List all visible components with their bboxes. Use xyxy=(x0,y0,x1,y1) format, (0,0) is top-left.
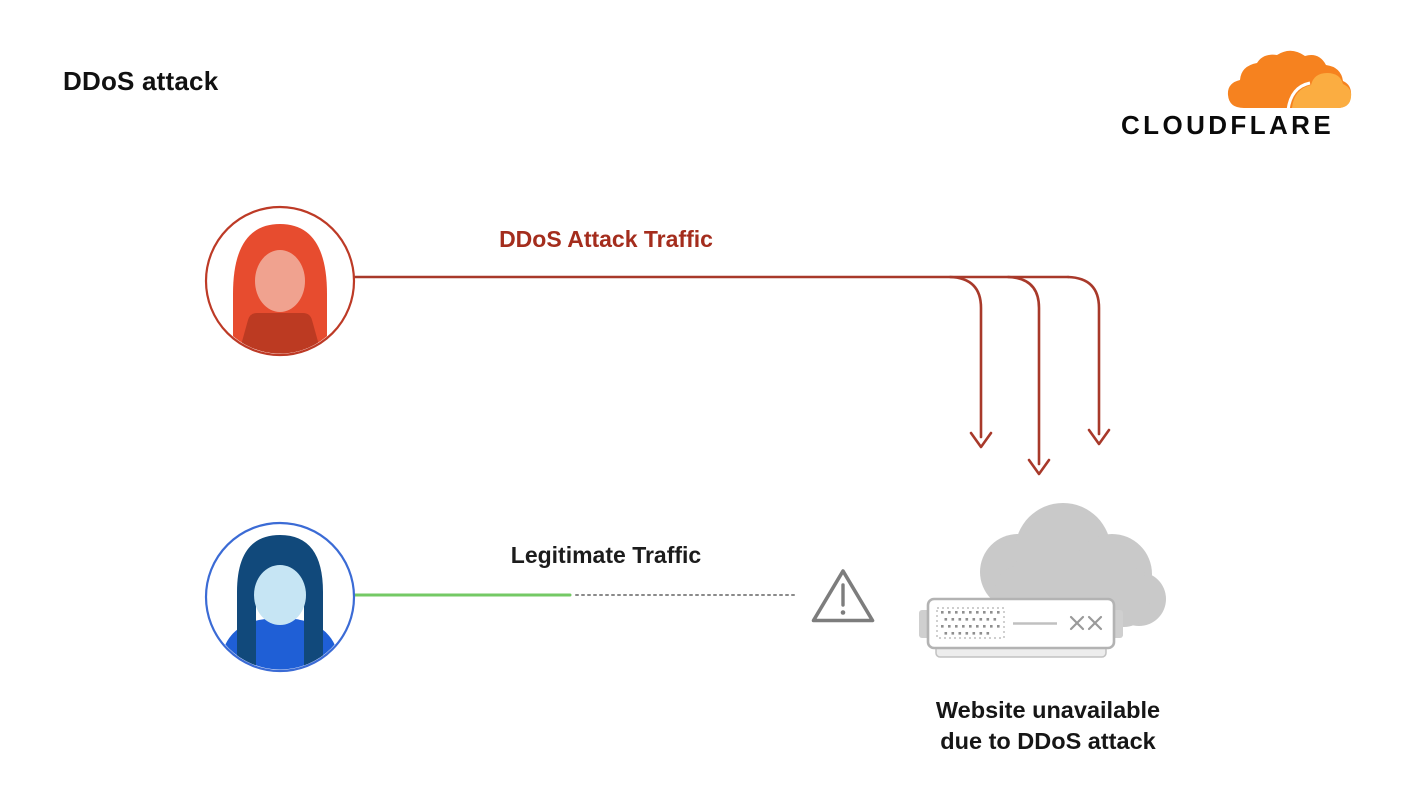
warning-exclamation-dot xyxy=(840,610,846,615)
legitimate-traffic-label: Legitimate Traffic xyxy=(510,542,702,568)
server-caption: Website unavailable due to DDoS attack xyxy=(918,695,1178,757)
user-hair xyxy=(237,535,323,668)
attack-traffic-label: DDoS Attack Traffic xyxy=(499,226,713,252)
user-face xyxy=(254,565,306,625)
server-caption-line2: due to DDoS attack xyxy=(940,728,1156,754)
cloudflare-wordmark: CLOUDFLARE xyxy=(1121,110,1335,140)
user-figure xyxy=(220,535,340,670)
hacker-avatar-icon xyxy=(204,205,356,357)
cloudflare-cloud-gap xyxy=(1286,81,1311,111)
person-avatar-icon xyxy=(204,521,356,673)
server-error-x-marks xyxy=(1069,615,1103,631)
attack-arrowhead-3 xyxy=(1087,428,1111,446)
server-dots-pattern xyxy=(941,611,1000,635)
page-title: DDoS attack xyxy=(63,66,219,96)
attack-line-curve-2 xyxy=(1006,275,1041,466)
warning-triangle-icon xyxy=(811,569,875,623)
server-caption-line1: Website unavailable xyxy=(935,697,1161,723)
cloudflare-cloud-light xyxy=(1292,73,1352,108)
attack-arrowhead-2 xyxy=(1027,458,1051,476)
attacker-figure xyxy=(233,224,327,354)
server-rack-with-cloud-icon xyxy=(919,503,1166,658)
attack-line-curve-3 xyxy=(1066,275,1101,436)
attacker-face xyxy=(255,250,305,312)
cloudflare-cloud-icon xyxy=(1227,50,1352,111)
attacker-laptop xyxy=(238,313,322,354)
attack-arrowhead-1 xyxy=(969,431,993,449)
attack-traffic-lines xyxy=(351,275,1111,476)
server-dots-border xyxy=(936,607,1005,639)
attack-line-curve-1 xyxy=(948,275,983,439)
